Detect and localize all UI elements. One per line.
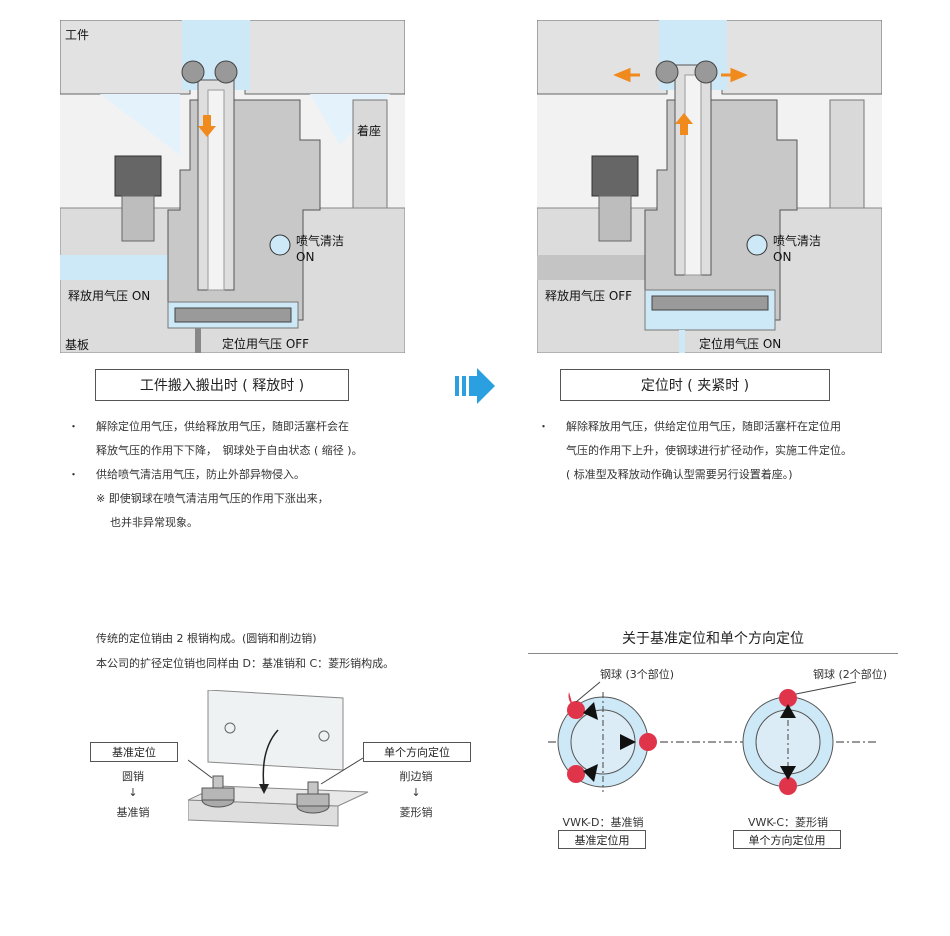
vwk-c-name: VWK-C：菱形销: [747, 816, 829, 829]
release-pressure-label: 释放用气压 ON: [68, 289, 151, 303]
release-caption: 工件搬入搬出时 ( 释放时 ): [95, 369, 349, 401]
release-description: ・解除定位用气压，供给释放用气压，随即活塞杆会在 释放气压的作用下下降， 钢球处…: [68, 420, 363, 529]
comparison-title: 关于基准定位和单个方向定位: [622, 631, 804, 647]
right-down-arrow: ↓: [411, 786, 421, 799]
locate-pressure-label: 定位用气压 OFF: [222, 337, 310, 351]
purge-label-2: ON: [296, 250, 315, 264]
left-down-arrow: ↓: [128, 786, 138, 799]
clamp-caption: 定位时 ( 夹紧时 ): [560, 369, 830, 401]
clamp-description: ・解除释放用气压，供给定位用气压，随即活塞杆在定位用 气压的作用下上升，使钢球进…: [538, 420, 852, 481]
ball-2-label: 钢球 (2个部位): [813, 668, 888, 681]
single-direction-tag: 单个方向定位: [363, 742, 471, 762]
workpiece-label: 工件: [65, 28, 90, 42]
round-pin-text: 圆销: [122, 770, 144, 783]
title-rule: [528, 653, 898, 654]
vwk-d-tag: 基准定位用: [558, 830, 646, 849]
base-pin-text: 基准销: [116, 806, 150, 819]
vwk-d-name: VWK-D：基准销: [562, 816, 644, 829]
pin-comparison-diagram: [548, 681, 878, 795]
locate-pressure-label: 定位用气压 ON: [699, 337, 782, 351]
clamp-state-diagram: 喷气清洁 ON 释放用气压 OFF 定位用气压 ON: [537, 20, 882, 353]
base-locate-tag: 基准定位: [90, 742, 178, 762]
intro-line-1: 传统的定位销由 2 根销构成。(圆销和削边销): [96, 632, 317, 645]
ball-3-label: 钢球 (3个部位): [600, 668, 675, 681]
cut-pin-text: 削边销: [399, 770, 433, 783]
intro-line-2: 本公司的扩径定位销也同样由 D：基准销和 C：菱形销构成。: [96, 657, 395, 670]
release-state-diagram: 工件 着座 喷气清洁 ON 释放用气压 ON 基板 定位用气压 OFF: [60, 20, 405, 353]
two-pin-illustration: [188, 690, 369, 827]
base-plate-label: 基板: [65, 338, 90, 352]
transition-arrow-icon: [455, 368, 495, 404]
purge-label-1: 喷气清洁: [773, 234, 822, 248]
purge-label-2: ON: [773, 250, 792, 264]
diamond-pin-text: 菱形销: [399, 806, 433, 819]
seat-label: 着座: [357, 124, 382, 138]
vwk-c-tag: 单个方向定位用: [733, 830, 841, 849]
purge-label-1: 喷气清洁: [296, 234, 345, 248]
release-pressure-label: 释放用气压 OFF: [545, 289, 633, 303]
